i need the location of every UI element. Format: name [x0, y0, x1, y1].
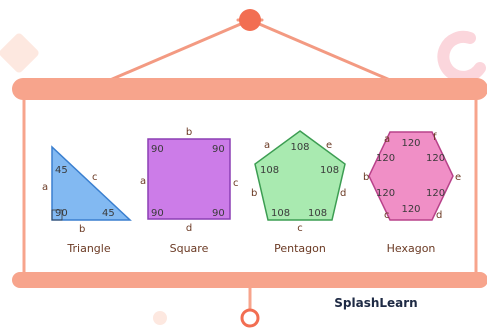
decor-arc	[437, 30, 486, 83]
hexagon-angle-label: 120	[376, 153, 395, 164]
pentagon-side-label: c	[297, 223, 303, 234]
hexagon-shape	[368, 131, 454, 221]
square-figure: b a c d 90 90 90 90 Square	[140, 127, 239, 255]
square-side-label: c	[233, 178, 239, 189]
triangle-side-label: a	[42, 182, 48, 193]
decor-dot	[153, 311, 167, 325]
square-side-label: d	[186, 223, 192, 234]
hexagon-side-label: f	[433, 132, 437, 143]
pentagon-angle-label: 108	[271, 208, 290, 219]
triangle-shape	[51, 145, 132, 221]
hexagon-caption: Hexagon	[387, 242, 436, 255]
square-angle-label: 90	[212, 144, 225, 155]
triangle-angle-label: 45	[102, 208, 115, 219]
square-side-label: b	[186, 127, 192, 138]
square-shape	[147, 138, 231, 220]
hexagon-side-label: c	[384, 210, 390, 221]
pentagon-side-label: b	[251, 188, 257, 199]
hexagon-angle-label: 120	[426, 153, 445, 164]
pentagon-angle-label: 108	[308, 208, 327, 219]
triangle-angle-label: 90	[55, 208, 68, 219]
square-side-label: a	[140, 176, 146, 187]
triangle-figure: a b c 45 90 45 Triangle	[42, 145, 132, 255]
pentagon-angle-label: 108	[320, 165, 339, 176]
hexagon-angle-label: 120	[426, 188, 445, 199]
board-bottom-rail	[12, 272, 487, 288]
pentagon-side-label: a	[264, 140, 270, 151]
board-stand-ring	[240, 308, 260, 328]
hexagon-angle-label: 120	[401, 204, 420, 215]
square-angle-label: 90	[212, 208, 225, 219]
decor-diamond	[0, 33, 39, 73]
hexagon-side-label: a	[384, 134, 390, 145]
pentagon-angle-label: 108	[260, 165, 279, 176]
board-top-rail	[12, 78, 487, 100]
pentagon-caption: Pentagon	[274, 242, 326, 255]
triangle-angle-label: 45	[55, 165, 68, 176]
pentagon-side-label: d	[340, 188, 346, 199]
square-angle-label: 90	[151, 208, 164, 219]
hexagon-angle-label: 120	[376, 188, 395, 199]
background-decor	[0, 30, 486, 325]
pentagon-angle-label: 108	[290, 142, 309, 153]
splashlearn-logo: SplashLearn	[334, 296, 417, 310]
triangle-side-label: c	[92, 172, 98, 183]
board-hanger	[109, 9, 391, 82]
hexagon-side-label: b	[363, 172, 369, 183]
hexagon-side-label: e	[455, 172, 461, 183]
triangle-caption: Triangle	[66, 242, 110, 255]
pentagon-shape	[254, 130, 346, 221]
hexagon-side-label: d	[436, 210, 442, 221]
right-angle-mark	[51, 209, 63, 221]
hanger-knob	[239, 9, 261, 31]
pentagon-side-label: e	[326, 140, 332, 151]
hexagon-figure: a f b e c d 120 120 120 120 120 120 Hexa…	[363, 131, 461, 255]
pentagon-figure: a e b d c 108 108 108 108 108 Pentagon	[251, 130, 346, 255]
hexagon-angle-label: 120	[401, 138, 420, 149]
square-angle-label: 90	[151, 144, 164, 155]
square-caption: Square	[170, 242, 209, 255]
triangle-side-label: b	[79, 224, 85, 235]
